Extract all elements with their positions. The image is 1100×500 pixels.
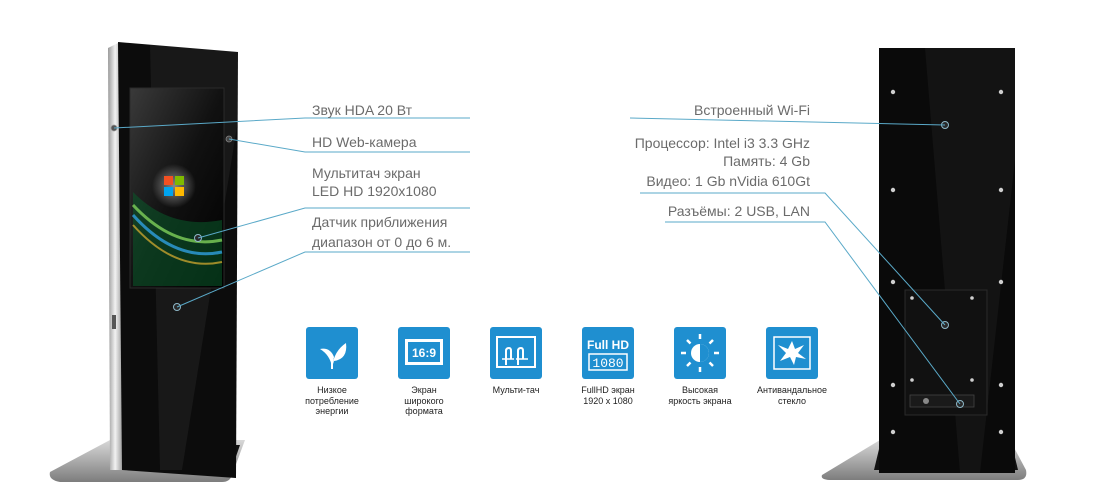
spec-sensor-line2: диапазон от 0 до 6 м. bbox=[312, 234, 452, 250]
svg-text:Full HD: Full HD bbox=[587, 338, 629, 352]
front-kiosk bbox=[49, 42, 245, 482]
spec-screen-line2: LED HD 1920x1080 bbox=[312, 183, 437, 199]
spec-wifi: Встроенный Wi-Fi bbox=[694, 102, 810, 118]
spec-ports: Разъёмы: 2 USB, LAN bbox=[667, 203, 810, 219]
feature-caption-brightness: Высокая яркость экрана bbox=[668, 385, 732, 406]
spec-audio: Звук HDA 20 Вт bbox=[312, 102, 413, 118]
spec-webcam: HD Web-камера bbox=[312, 134, 417, 150]
multitouch-icon bbox=[490, 327, 542, 379]
fullhd-icon: Full HD 1080 bbox=[582, 327, 634, 379]
rear-kiosk bbox=[821, 48, 1027, 480]
feature-caption-widescreen: Экран широкого формата bbox=[404, 385, 444, 416]
svg-text:1080: 1080 bbox=[592, 356, 623, 371]
brightness-icon bbox=[674, 327, 726, 379]
widescreen-icon: 16:9 bbox=[398, 327, 450, 379]
feature-caption-energy: Низкое потребление энергии bbox=[305, 385, 359, 416]
spec-video: Видео: 1 Gb nVidia 610Gt bbox=[646, 173, 810, 189]
spec-screen-line1: Мультитач экран bbox=[312, 165, 421, 181]
spec-sensor-line1: Датчик приближения bbox=[312, 214, 448, 230]
leader-lines bbox=[113, 117, 961, 405]
spec-ram: Память: 4 Gb bbox=[723, 153, 810, 169]
feature-caption-glass: Антивандальное стекло bbox=[757, 385, 827, 406]
leaf-icon bbox=[306, 327, 358, 379]
shatter-glass-icon bbox=[766, 327, 818, 379]
svg-text:16:9: 16:9 bbox=[412, 346, 436, 360]
feature-caption-fullhd: FullHD экран 1920 x 1080 bbox=[581, 385, 635, 406]
feature-caption-multitouch: Мульти-тач bbox=[492, 385, 540, 395]
spec-cpu: Процессор: Intel i3 3.3 GHz bbox=[634, 135, 810, 151]
